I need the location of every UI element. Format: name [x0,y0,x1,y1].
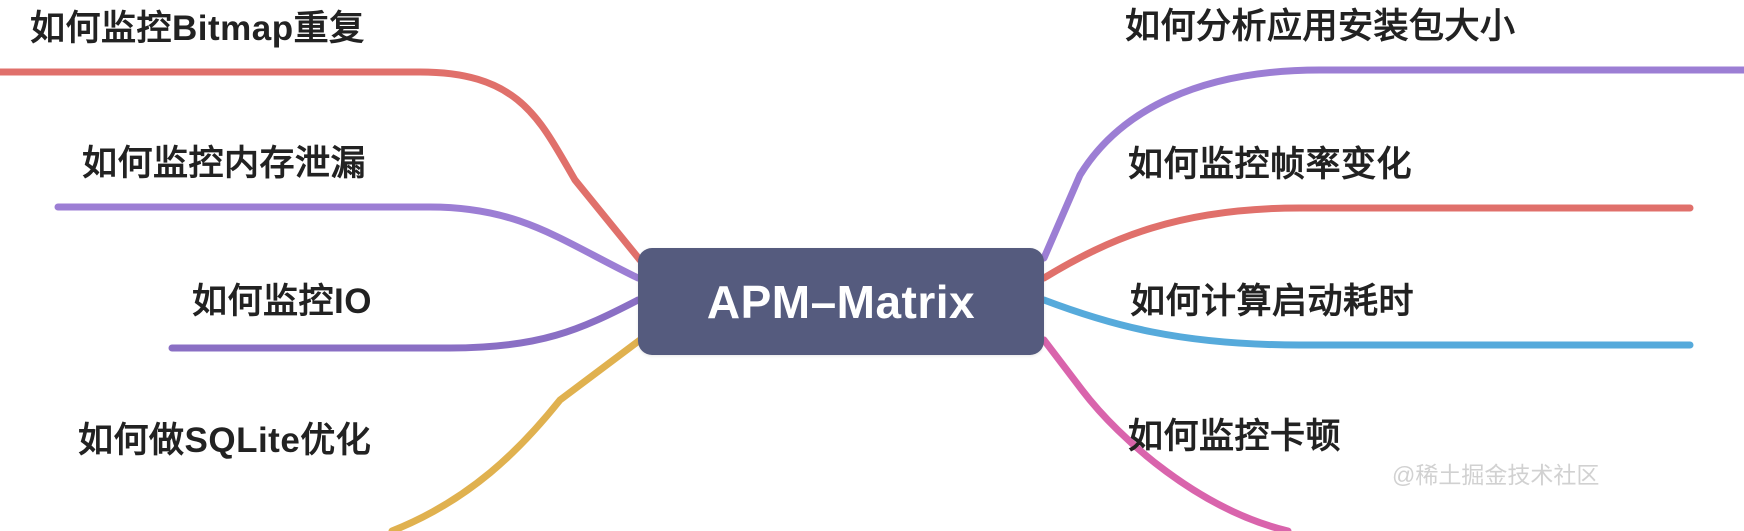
branch-line-right-3 [1040,336,1292,531]
branch-label-left-1[interactable]: 如何监控内存泄漏 [82,144,367,183]
central-node-label: APM–Matrix [706,275,976,328]
central-node[interactable]: APM–Matrix [638,248,1044,355]
branch-label-right-3[interactable]: 如何监控卡顿 [1128,417,1342,456]
right-branches [1040,66,1744,531]
branch-label-right-2[interactable]: 如何计算启动耗时 [1130,282,1415,321]
branch-label-right-1[interactable]: 如何监控帧率变化 [1128,145,1413,184]
branch-line-left-0 [0,68,644,264]
branch-line-left-1 [54,203,642,282]
branch-line-right-2 [1040,296,1694,349]
branch-line-left-3 [388,336,644,531]
branch-label-left-0[interactable]: 如何监控Bitmap重复 [30,9,365,48]
branch-label-right-0[interactable]: 如何分析应用安装包大小 [1125,7,1516,46]
left-branches [0,68,644,531]
branch-label-left-2[interactable]: 如何监控IO [192,282,372,321]
branch-line-right-1 [1040,204,1694,282]
watermark: @稀土掘金技术社区 [1392,462,1600,488]
branch-line-right-0 [1040,66,1744,262]
branch-label-left-3[interactable]: 如何做SQLite优化 [78,421,372,460]
branch-line-left-2 [168,296,642,352]
